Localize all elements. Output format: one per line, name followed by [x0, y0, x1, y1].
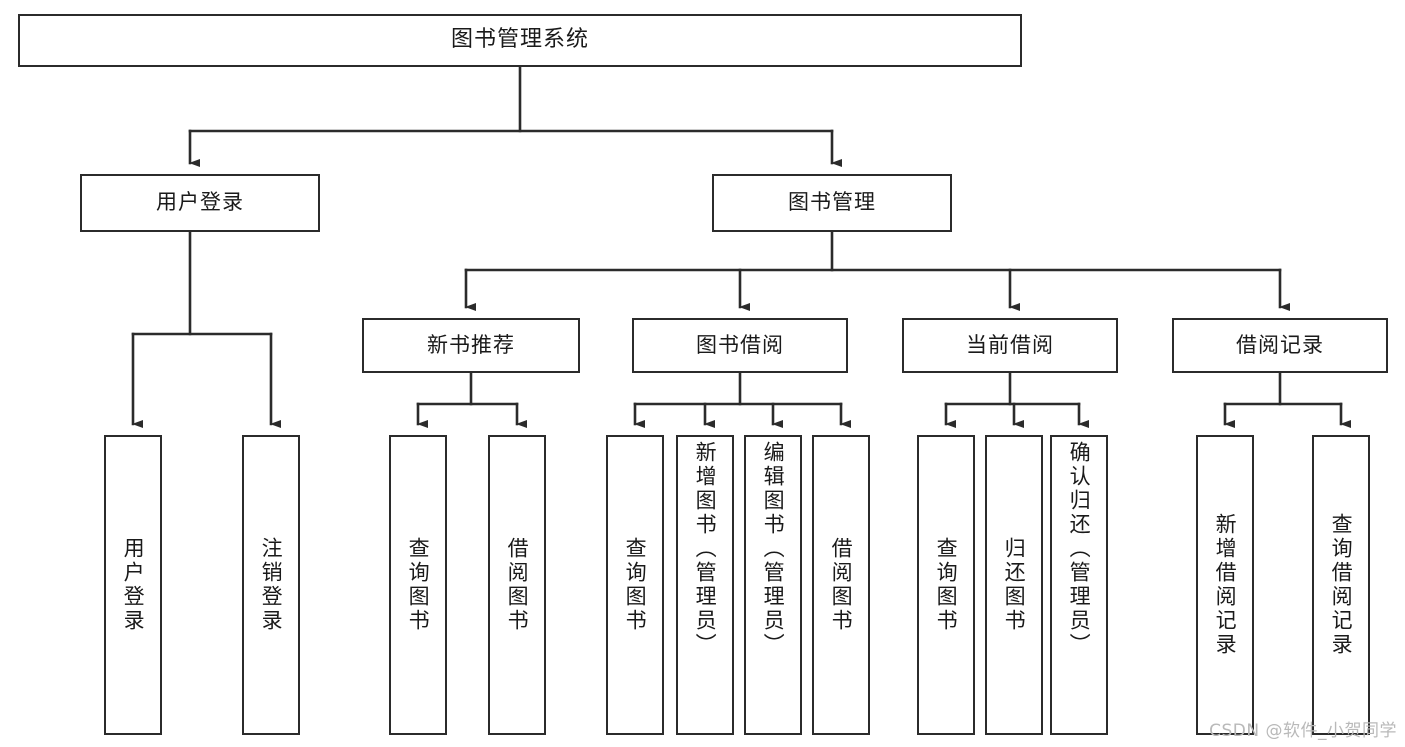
node-leaf-return-book[interactable]: 归还图书: [985, 435, 1043, 735]
node-leaf-borrow-book-recommend[interactable]: 借阅图书: [488, 435, 546, 735]
node-current-borrow[interactable]: 当前借阅: [902, 318, 1118, 373]
node-leaf-query-book-current[interactable]: 查询图书: [917, 435, 975, 735]
node-leaf-add-book-admin[interactable]: 新增图书（管理员）: [676, 435, 734, 735]
node-leaf-query-book-recommend[interactable]: 查询图书: [389, 435, 447, 735]
node-leaf-user-login[interactable]: 用户登录: [104, 435, 162, 735]
node-leaf-edit-book-admin[interactable]: 编辑图书（管理员）: [744, 435, 802, 735]
node-book-borrow[interactable]: 图书借阅: [632, 318, 848, 373]
node-new-book-recommend[interactable]: 新书推荐: [362, 318, 580, 373]
node-book-manage[interactable]: 图书管理: [712, 174, 952, 232]
node-root[interactable]: 图书管理系统: [18, 14, 1022, 67]
node-leaf-borrow-book[interactable]: 借阅图书: [812, 435, 870, 735]
node-user-login[interactable]: 用户登录: [80, 174, 320, 232]
node-leaf-query-book-borrow[interactable]: 查询图书: [606, 435, 664, 735]
node-borrow-record[interactable]: 借阅记录: [1172, 318, 1388, 373]
node-leaf-add-borrow-record[interactable]: 新增借阅记录: [1196, 435, 1254, 735]
node-leaf-user-logout[interactable]: 注销登录: [242, 435, 300, 735]
node-leaf-query-borrow-record[interactable]: 查询借阅记录: [1312, 435, 1370, 735]
watermark-text: CSDN @软件_小贺同学: [1209, 721, 1397, 741]
node-leaf-confirm-return-admin[interactable]: 确认归还（管理员）: [1050, 435, 1108, 735]
